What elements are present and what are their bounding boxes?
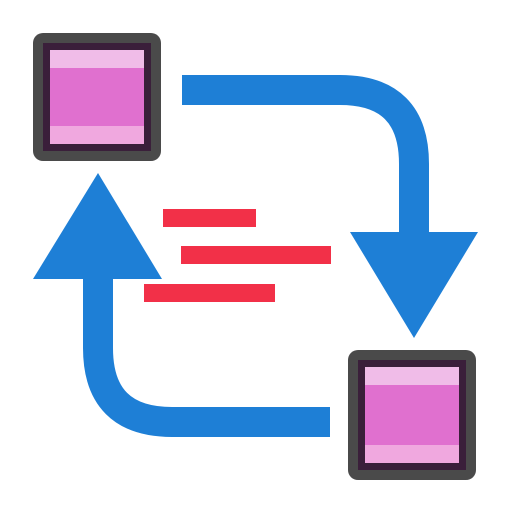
arrow-down-head xyxy=(350,232,478,338)
curved-arrow-up-icon xyxy=(33,173,330,437)
text-line-3 xyxy=(144,284,275,302)
top-left-box-bottom-strip xyxy=(50,126,144,144)
text-line-2 xyxy=(181,246,331,264)
arrow-up-head xyxy=(33,173,162,279)
curved-arrow-down-icon xyxy=(182,75,478,338)
top-left-box-highlight xyxy=(50,50,144,68)
bottom-right-box xyxy=(348,350,476,480)
bottom-right-box-highlight xyxy=(365,367,459,385)
top-left-box xyxy=(33,33,161,161)
text-lines-icon xyxy=(144,209,331,302)
arrow-down-shaft xyxy=(182,75,429,242)
text-line-1 xyxy=(163,209,256,227)
bottom-right-box-bottom-strip xyxy=(365,445,459,463)
arrow-up-shaft xyxy=(83,268,330,437)
